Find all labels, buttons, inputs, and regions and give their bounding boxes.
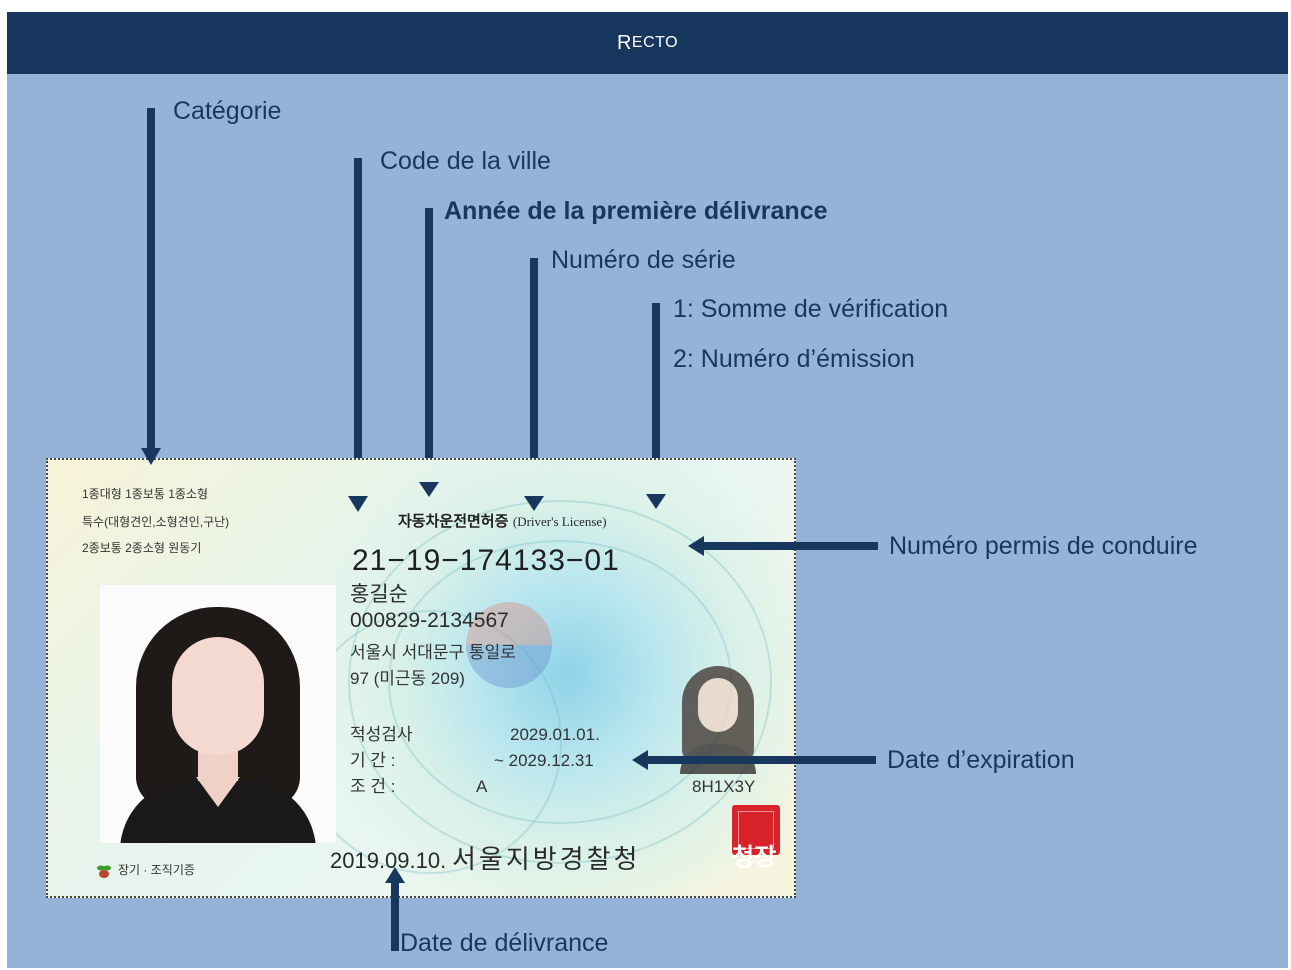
card-organ-donor: 장기 · 조직기증 <box>118 863 195 877</box>
card-id-number: 000829-2134567 <box>350 609 509 632</box>
arrow-date-delivrance-shaft <box>391 881 399 951</box>
card-address-line2: 97 (미근동 209) <box>350 669 465 688</box>
label-checksum: 1: Somme de vérification <box>673 295 949 323</box>
header-title-first: R <box>616 31 632 54</box>
arrow-checksum-shaft <box>652 303 660 496</box>
label-date-delivrance: Date de délivrance <box>400 929 609 957</box>
card-license-number: 21−19−174133−01 <box>352 544 620 577</box>
label-annee: Année de la première délivrance <box>444 197 828 225</box>
driver-license-card: 1종대형 1종보통 1종소형 특수(대형견인,소형견인,구난) 2종보통 2종소… <box>46 458 796 898</box>
card-issuer: 서울지방경찰청 <box>452 844 641 874</box>
card-categories-line1: 1종대형 1종보통 1종소형 <box>82 487 209 501</box>
sprout-icon <box>97 865 111 878</box>
card-title-en: (Driver's License) <box>512 514 607 529</box>
taeguk-emblem <box>466 602 552 688</box>
label-categorie: Catégorie <box>173 97 282 125</box>
card-aptitude-date: 2029.01.01. <box>510 725 600 744</box>
card-condition-value: A <box>476 777 488 796</box>
arrow-date-expiration-shaft <box>646 756 876 764</box>
card-title-kr: 자동차운전면허증 <box>398 513 509 530</box>
arrow-code-ville-shaft <box>354 158 362 498</box>
label-date-expiration: Date d’expiration <box>887 746 1075 774</box>
card-issue-date: 2019.09.10. <box>330 848 447 873</box>
card-seal-text: 청장 <box>732 844 777 871</box>
arrow-numero-permis-shaft <box>702 542 878 550</box>
header-title-rest: ECTO <box>631 34 679 51</box>
card-condition-label: 조 건 : <box>350 777 396 796</box>
card-code: 8H1X3Y <box>692 777 756 796</box>
card-categories-line2: 특수(대형견인,소형견인,구난) <box>82 515 230 529</box>
arrow-annee-shaft <box>425 208 433 484</box>
card-period-label: 기 간 : <box>350 751 396 770</box>
card-address-line1: 서울시 서대문구 통일로 <box>350 643 516 662</box>
arrow-categorie-shaft <box>147 108 155 450</box>
ghost-photo <box>676 660 760 774</box>
card-aptitude-label: 적성검사 <box>350 725 413 744</box>
label-emission: 2: Numéro d’émission <box>673 345 915 373</box>
label-numero-permis: Numéro permis de conduire <box>889 532 1198 560</box>
label-numero-serie: Numéro de série <box>551 246 736 274</box>
holder-photo <box>100 585 336 843</box>
card-name: 홍길순 <box>350 583 408 606</box>
red-seal <box>732 805 780 855</box>
card-period-date: ~ 2029.12.31 <box>494 751 594 770</box>
card-categories-line3: 2종보통 2종소형 원동기 <box>82 541 202 555</box>
card-title: 자동차운전면허증 (Driver's License) <box>398 514 607 530</box>
arrow-numero-serie-shaft <box>530 258 538 498</box>
label-code-ville: Code de la ville <box>380 147 551 175</box>
